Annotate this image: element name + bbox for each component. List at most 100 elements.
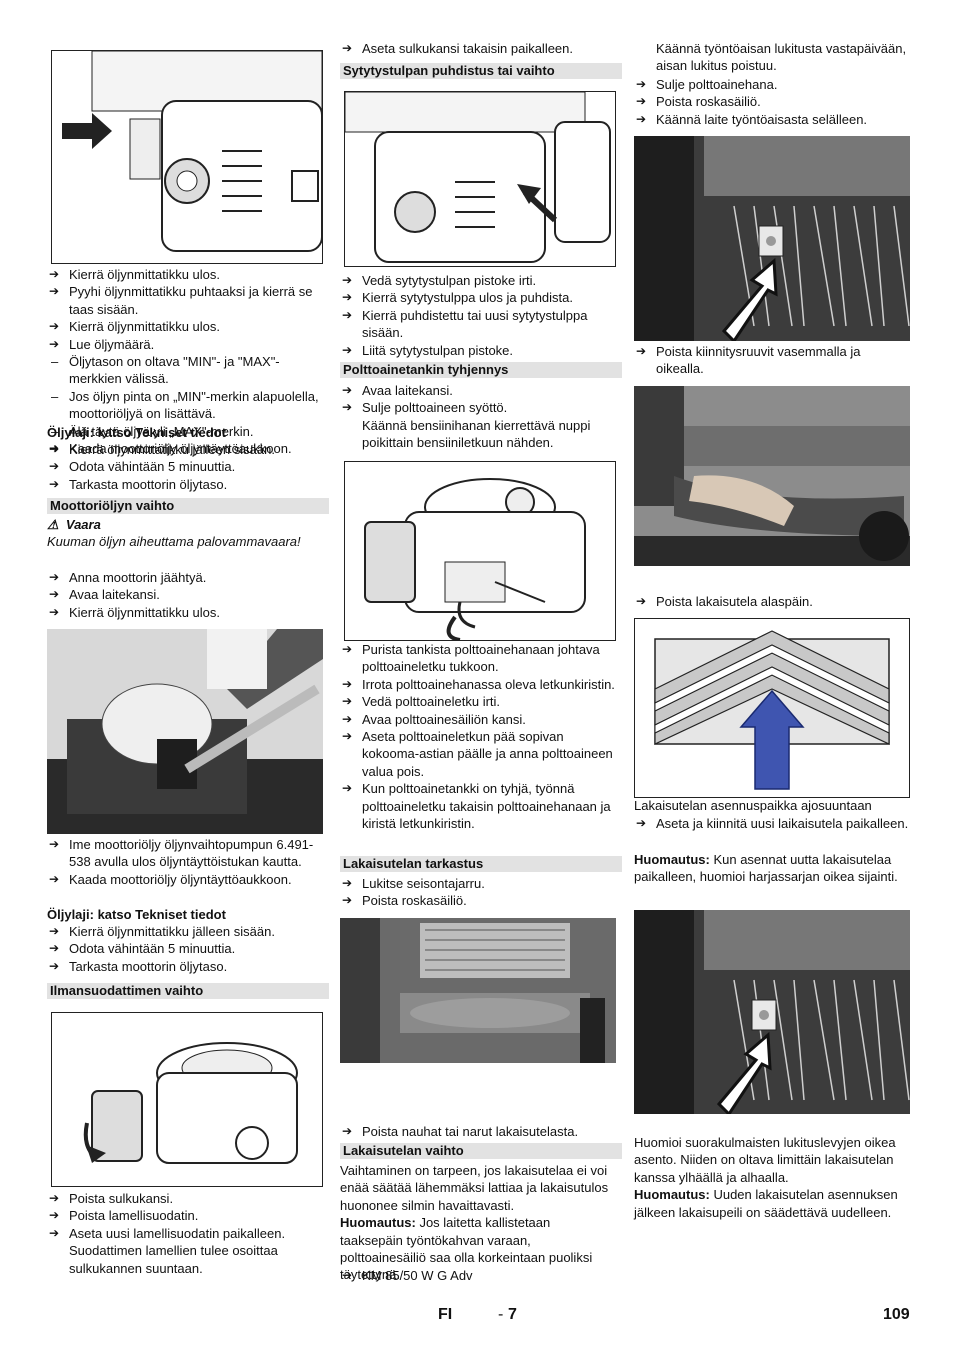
roller-screw-photo-2: [634, 910, 910, 1114]
instruction-step: Aseta sulkukansi takaisin paikalleen.: [340, 40, 616, 58]
cover-step: Aseta sulkukansi takaisin paikalleen.: [340, 40, 616, 58]
handle-lock-paragraph: Käännä työntöaisan lukitusta vastapäivää…: [656, 41, 907, 74]
heading-air-filter: Ilmansuodattimen vaihto: [47, 983, 329, 999]
instruction-step: Liitä sytytystulpan pistoke.: [340, 342, 616, 360]
roller-check-photo: [340, 918, 616, 1063]
instruction-step: Aseta ja kiinnitä uusi laikaisutela paik…: [634, 815, 910, 833]
instruction-step: Kierrä öljynmittatikku ulos.: [47, 266, 323, 284]
oil-change-steps: Anna moottorin jäähtyä.Avaa laitekansi.K…: [47, 569, 323, 622]
oil-type-note-1: Öljylaji: katso Tekniset tiedot: [47, 424, 323, 441]
instruction-step: Vedä polttoaineletku irti.: [340, 693, 616, 711]
spark-plug-steps: Vedä sytytystulpan pistoke irti.Kierrä s…: [340, 272, 616, 359]
roller-removal-photo: [634, 386, 910, 566]
warning-icon: ⚠: [47, 517, 59, 532]
heading-roller-check: Lakaisutelan tarkastus: [340, 856, 622, 872]
instruction-step: Kierrä öljynmittatikku jälleen sisään.: [47, 923, 323, 941]
instruction-step: Kierrä sytytystulppa ulos ja puhdista.: [340, 289, 616, 307]
oil-recheck-steps: Kierrä öljynmittatikku jälleen sisään.Od…: [47, 441, 323, 494]
footer-language: FI: [438, 1306, 453, 1323]
warning-text: Kuuman öljyn aiheuttama palovammavaara!: [47, 534, 301, 550]
remove-roller-steps: Poista lakaisutela alaspäin.: [634, 593, 910, 611]
locking-plate-paragraph: Huomioi suorakulmaisten lukituslevyjen o…: [634, 1135, 896, 1185]
note-label: Huomautus:: [634, 852, 710, 867]
fuel-note-text: Käännä bensiinihanan kierrettävä nuppi p…: [362, 418, 591, 451]
instruction-step: Odota vähintään 5 minuuttia.: [47, 458, 323, 476]
instruction-step: Käännä laite työntöaisasta selälleen.: [634, 111, 910, 129]
instruction-step: Kierrä öljynmittatikku jälleen sisään.: [47, 441, 323, 459]
oil-type-text: Öljylaji: katso Tekniset tiedot: [47, 907, 226, 922]
instruction-step: Poista nauhat tai narut lakaisutelasta.: [340, 1123, 616, 1141]
roller-clean-steps: Poista nauhat tai narut lakaisutelasta.: [340, 1123, 616, 1141]
warning-block: ⚠ Vaara Kuuman öljyn aiheuttama palovamm…: [47, 516, 323, 551]
heading-roller-change: Lakaisutelan vaihto: [340, 1143, 622, 1159]
oil-type-note-2: Öljylaji: katso Tekniset tiedot: [47, 906, 323, 923]
instruction-step: Ime moottoriöljy öljynvaihtopumpun 6.491…: [47, 836, 323, 871]
remove-screws-steps: Poista kiinnitysruuvit vasemmalla ja oik…: [634, 343, 910, 378]
dash-list-item: Jos öljyn pinta on „MIN"-merkin alapuole…: [47, 388, 323, 423]
instruction-step: Tarkasta moottorin öljytaso.: [47, 958, 323, 976]
instruction-step: Kun polttoainetankki on tyhjä, työnnä po…: [340, 780, 616, 832]
oil-pump-photo: [47, 629, 323, 834]
instruction-step: Avaa laitekansi.: [340, 382, 616, 400]
instruction-step: Pyyhi öljynmittatikku puhtaaksi ja kierr…: [47, 283, 323, 318]
figure-caption: Lakaisutelan asennuspaikka ajosuuntaan: [634, 797, 910, 814]
instruction-step: Kierrä öljynmittatikku ulos.: [47, 318, 323, 336]
instruction-step: KM 85/50 W G Adv: [340, 1267, 616, 1285]
note-1: Huomautus: Kun asennat uutta lakaisutela…: [634, 851, 910, 886]
instruction-step: Poista sulkukansi.: [47, 1190, 323, 1208]
spark-plug-figure: [344, 91, 616, 267]
model-step: KM 85/50 W G Adv: [340, 1267, 616, 1285]
instruction-step: Irrota polttoainehanassa oleva letkunkir…: [340, 676, 616, 694]
instruction-step: Poista kiinnitysruuvit vasemmalla ja oik…: [634, 343, 910, 378]
dash-list-item: Öljytason on oltava "MIN"- ja "MAX"-merk…: [47, 353, 323, 388]
dash-list-item: Älä täytä öljyä yli „MAX"-merkin.: [47, 423, 323, 441]
roller-screw-photo-1: [634, 136, 910, 341]
note-label: Huomautus:: [340, 1215, 416, 1231]
instruction-step: Odota vähintään 5 minuuttia.: [47, 940, 323, 958]
fuel-note: Käännä bensiinihanan kierrettävä nuppi p…: [340, 417, 616, 452]
instruction-step: Aseta polttoaineletkun pää sopivan kokoo…: [340, 728, 616, 780]
air-filter-figure: [51, 1012, 323, 1187]
instruction-step: Poista roskasäiliö.: [634, 93, 910, 111]
final-notes: Huomioi suorakulmaisten lukituslevyjen o…: [634, 1134, 910, 1221]
instruction-step: Sulje polttoainehana.: [634, 76, 910, 94]
roller-check-steps: Lukitse seisontajarru.Poista roskasäiliö…: [340, 875, 616, 910]
handle-lock-text: Käännä työntöaisan lukitusta vastapäivää…: [634, 40, 910, 75]
roller-orientation-figure: [634, 618, 910, 798]
instruction-step: Kierrä puhdistettu tai uusi sytytystulpp…: [340, 307, 616, 342]
instruction-step: Vedä sytytystulpan pistoke irti.: [340, 272, 616, 290]
instruction-step: Lukitse seisontajarru.: [340, 875, 616, 893]
instruction-step: Kaada moottoriöljy öljyntäyttöaukkoon.: [47, 871, 323, 889]
heading-oil-change: Moottoriöljyn vaihto: [47, 498, 329, 514]
instruction-step: Aseta uusi lamellisuodatin paikalleen. S…: [47, 1225, 323, 1277]
fuel-tap-figure: [344, 461, 616, 641]
heading-spark-plug: Sytytystulpan puhdistus tai vaihto: [340, 63, 622, 79]
instruction-step: Sulje polttoaineen syöttö.: [340, 399, 616, 417]
warning-label: Vaara: [65, 517, 101, 532]
fuel-steps: Avaa laitekansi.Sulje polttoaineen syött…: [340, 382, 616, 417]
instruction-step: Poista roskasäiliö.: [340, 892, 616, 910]
instruction-step: Anna moottorin jäähtyä.: [47, 569, 323, 587]
oil-recheck-steps-2: Kierrä öljynmittatikku jälleen sisään.Od…: [47, 923, 323, 976]
engine-dipstick-figure: [51, 50, 323, 264]
prepare-steps: Sulje polttoainehana.Poista roskasäiliö.…: [634, 76, 910, 129]
note-text: Kun asennat uutta lakaisutelaa paikallee…: [634, 852, 898, 885]
roller-change-paragraph: Vaihtaminen on tarpeen, jos lakaisutelaa…: [340, 1163, 609, 1213]
footer-separator: -: [498, 1306, 504, 1323]
instruction-step: Kierrä öljynmittatikku ulos.: [47, 604, 323, 622]
instruction-step: Tarkasta moottorin öljytaso.: [47, 476, 323, 494]
note-label: Huomautus:: [634, 1187, 710, 1203]
note-text: Uuden lakaisutelan asennuksen jälkeen la…: [634, 1187, 898, 1220]
instruction-step: Purista tankista polttoainehanaan johtav…: [340, 641, 616, 676]
instruction-step: Avaa laitekansi.: [47, 586, 323, 604]
instruction-step: Poista lamellisuodatin.: [47, 1207, 323, 1225]
footer-section-page: 7: [508, 1306, 517, 1323]
oil-type-text: Öljylaji: katso Tekniset tiedot: [47, 425, 226, 440]
oil-pump-steps: Ime moottoriöljy öljynvaihtopumpun 6.491…: [47, 836, 323, 889]
instruction-step: Avaa polttoainesäiliön kansi.: [340, 711, 616, 729]
install-roller-steps: Aseta ja kiinnitä uusi laikaisutela paik…: [634, 815, 910, 833]
caption-text: Lakaisutelan asennuspaikka ajosuuntaan: [634, 798, 872, 813]
footer-page-number: 109: [883, 1306, 910, 1323]
fuel-drain-steps: Purista tankista polttoainehanaan johtav…: [340, 641, 616, 832]
roller-change-text: Vaihtaminen on tarpeen, jos lakaisutelaa…: [340, 1162, 616, 1284]
